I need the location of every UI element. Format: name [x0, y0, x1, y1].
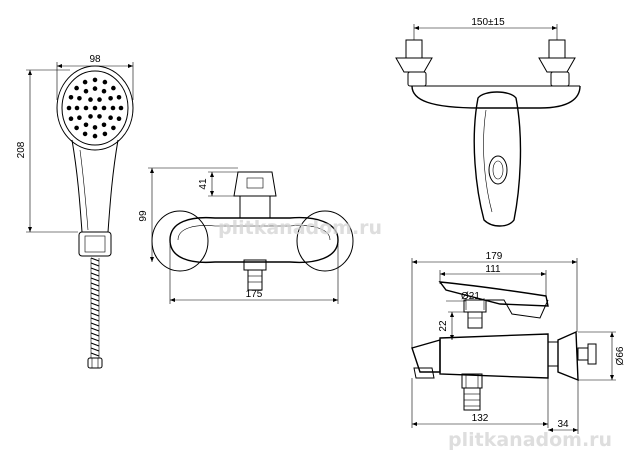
dim-body-height: 99: [138, 210, 149, 222]
dim-spout-length: 111: [485, 264, 501, 275]
hose-segment: [90, 292, 100, 297]
hose-segment: [90, 257, 100, 262]
hose-segment: [90, 352, 100, 357]
nozzle-dot: [92, 105, 98, 111]
mixer-side-view: 179 111 Ø21 22 Ø66 132: [411, 251, 626, 434]
hose-segment: [90, 347, 100, 352]
nozzle-dot: [108, 96, 113, 101]
nozzle-dot: [111, 85, 116, 91]
nozzle-dot: [77, 115, 82, 120]
hose-segment: [90, 297, 100, 302]
nozzle-dot: [68, 95, 74, 100]
nozzle-dot: [97, 97, 102, 102]
dim-outlet-distance: 132: [472, 413, 489, 424]
nozzle-dot: [83, 88, 89, 94]
nozzle-dot: [97, 114, 102, 119]
nozzle-dot: [116, 95, 122, 100]
hose-segment: [90, 282, 100, 287]
hose-segment: [90, 337, 100, 342]
nozzle-dot: [82, 79, 88, 85]
dim-cartridge-height: 22: [438, 320, 449, 332]
hose-segment: [90, 322, 100, 327]
dim-head-height: 208: [16, 141, 27, 158]
shower-head-view: 98 208: [16, 54, 134, 369]
hose-segment: [90, 332, 100, 337]
mixer-front-view: 41 99 175: [138, 167, 354, 304]
hose-segment: [90, 307, 100, 312]
hose-segment: [90, 327, 100, 332]
shower-hose: [90, 257, 100, 358]
dim-centers: 150±15: [471, 17, 505, 28]
hose-segment: [90, 277, 100, 282]
hose-segment: [90, 287, 100, 292]
nozzle-dot: [88, 97, 93, 102]
nozzle-dot: [92, 77, 98, 83]
dim-flange-depth: 34: [557, 419, 569, 430]
nozzle-dot: [118, 105, 124, 111]
nozzle-dot: [83, 122, 89, 128]
nozzle-dot: [74, 85, 79, 91]
hose-segment: [90, 342, 100, 347]
nozzle-dot: [101, 122, 107, 128]
nozzle-dot: [102, 131, 108, 137]
nozzle-dot: [92, 125, 98, 130]
shower-nozzles: [66, 77, 124, 139]
nozzle-dot: [101, 88, 107, 94]
nozzle-dot: [108, 115, 113, 120]
dim-head-width: 98: [89, 54, 101, 65]
nozzle-dot: [102, 79, 108, 85]
nozzle-dot: [111, 125, 116, 131]
nozzle-dot: [92, 86, 98, 91]
dim-flange-diameter: Ø66: [615, 346, 626, 365]
nozzle-dot: [66, 105, 72, 111]
dim-cartridge-diameter: Ø21: [461, 291, 480, 302]
hose-segment: [90, 267, 100, 272]
nozzle-dot: [116, 116, 122, 121]
nozzle-dot: [74, 105, 80, 111]
hose-segment: [90, 312, 100, 317]
nozzle-dot: [74, 125, 79, 131]
nozzle-dot: [110, 105, 116, 111]
hose-segment: [90, 317, 100, 322]
watermark-center: plitkanadom.ru: [218, 217, 382, 239]
mixer-top-view: 150±15: [395, 17, 581, 227]
nozzle-dot: [88, 114, 93, 119]
nozzle-dot: [68, 116, 74, 121]
hose-segment: [90, 302, 100, 307]
nozzle-dot: [83, 105, 89, 111]
dim-total-length: 179: [486, 251, 503, 262]
hose-segment: [90, 262, 100, 267]
dim-body-width: 175: [246, 289, 263, 300]
hose-segment: [90, 272, 100, 277]
nozzle-dot: [101, 105, 107, 111]
nozzle-dot: [92, 133, 98, 139]
watermark-bottom: plitkanadom.ru: [448, 429, 612, 451]
nozzle-dot: [77, 96, 82, 101]
nozzle-dot: [82, 131, 88, 137]
dim-handle-height: 41: [198, 178, 209, 190]
